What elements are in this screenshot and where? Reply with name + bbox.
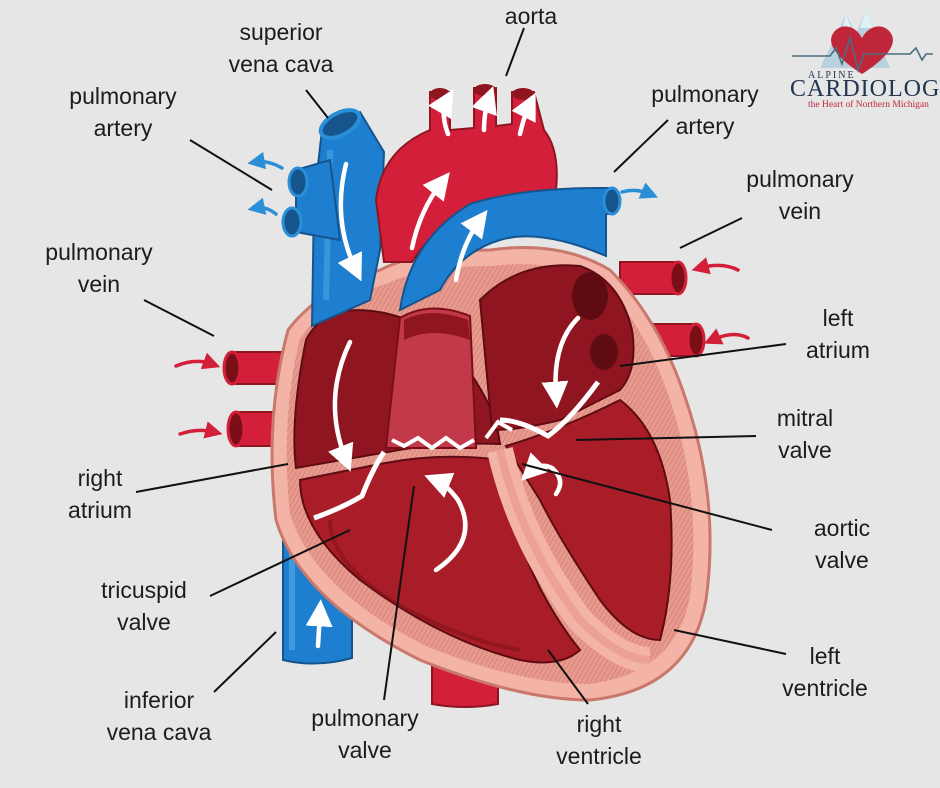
alpine-cardiology-logo: ALPINE CARDIOLOGY the Heart of Northern …: [790, 8, 940, 113]
logo-alpine-text: ALPINE: [808, 70, 856, 81]
label-aorta: aorta: [504, 3, 558, 29]
logo-tagline-text: the Heart of Northern Michigan: [808, 100, 929, 110]
external-flow-arrows: [174, 151, 750, 439]
blood-flow-arrows: [305, 86, 581, 649]
logo-cardiology-text: CARDIOLOGY: [790, 76, 940, 102]
aortic-valve-shape: [484, 419, 513, 440]
tricuspid-valve-shape: [313, 450, 387, 521]
pulmonary-trunk-vessel: [398, 186, 622, 312]
logo-heart-mountain-icon: [792, 10, 933, 74]
pulmonary-artery-left-vessels: [281, 158, 342, 242]
mitral-valve-shape: [499, 380, 601, 439]
pulmonary-trunk-tube: [384, 307, 478, 451]
leader-lines: [135, 27, 787, 705]
